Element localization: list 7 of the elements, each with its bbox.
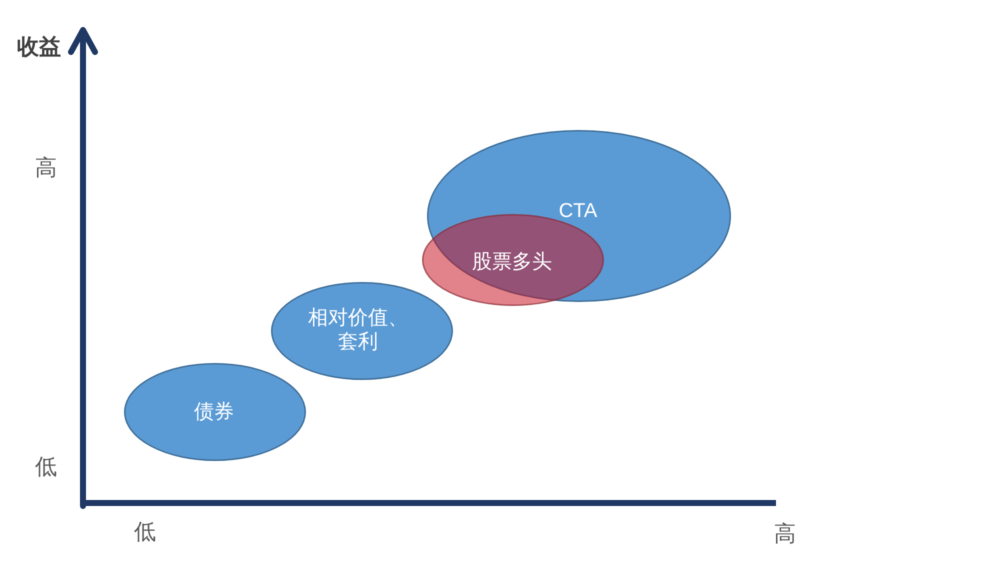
axis-tick-label: 高 <box>35 155 57 181</box>
axis-tick-label: 低 <box>134 519 156 545</box>
axis-tick-label: 高 <box>774 521 796 547</box>
axis-tick-label: 低 <box>35 454 57 480</box>
ellipse-node: 相对价值、套利 <box>271 282 453 380</box>
ellipse-node: 债券 <box>124 363 306 461</box>
axis-title: 收益 <box>17 34 61 60</box>
